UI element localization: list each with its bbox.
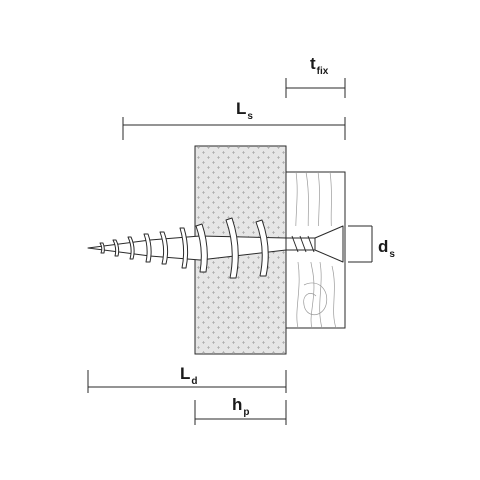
label-d-s-sub: s — [389, 249, 395, 260]
label-t-fix-sub: fix — [316, 66, 329, 77]
dimension-t-fix — [285, 78, 346, 98]
label-h-p: hp — [232, 395, 250, 418]
thread — [127, 236, 135, 260]
dimension-lines — [87, 78, 373, 425]
thread — [179, 227, 189, 269]
label-l-s-main: L — [236, 99, 247, 118]
label-h-p-main: h — [232, 395, 243, 414]
thread — [195, 223, 208, 273]
label-l-s-sub: s — [247, 111, 253, 122]
dimension-h-p — [194, 400, 287, 425]
dimension-l-s — [122, 117, 346, 140]
thread — [225, 217, 239, 279]
dimension-l-d — [87, 370, 287, 393]
thread — [255, 219, 269, 277]
thread — [159, 231, 169, 265]
thread — [143, 233, 152, 263]
screw — [87, 217, 344, 279]
dimension-d-s — [348, 225, 373, 263]
label-l-s: Ls — [236, 99, 253, 122]
label-l-d-sub: d — [191, 376, 198, 387]
thread — [112, 239, 120, 257]
label-l-d-main: L — [180, 364, 191, 383]
label-l-d: Ld — [180, 364, 198, 387]
label-d-s-main: d — [378, 237, 389, 256]
label-t-fix: tfix — [310, 54, 328, 77]
label-t-fix-main: t — [310, 54, 316, 73]
thread — [99, 242, 105, 254]
label-d-s: ds — [378, 237, 395, 260]
label-h-p-sub: p — [243, 407, 250, 418]
